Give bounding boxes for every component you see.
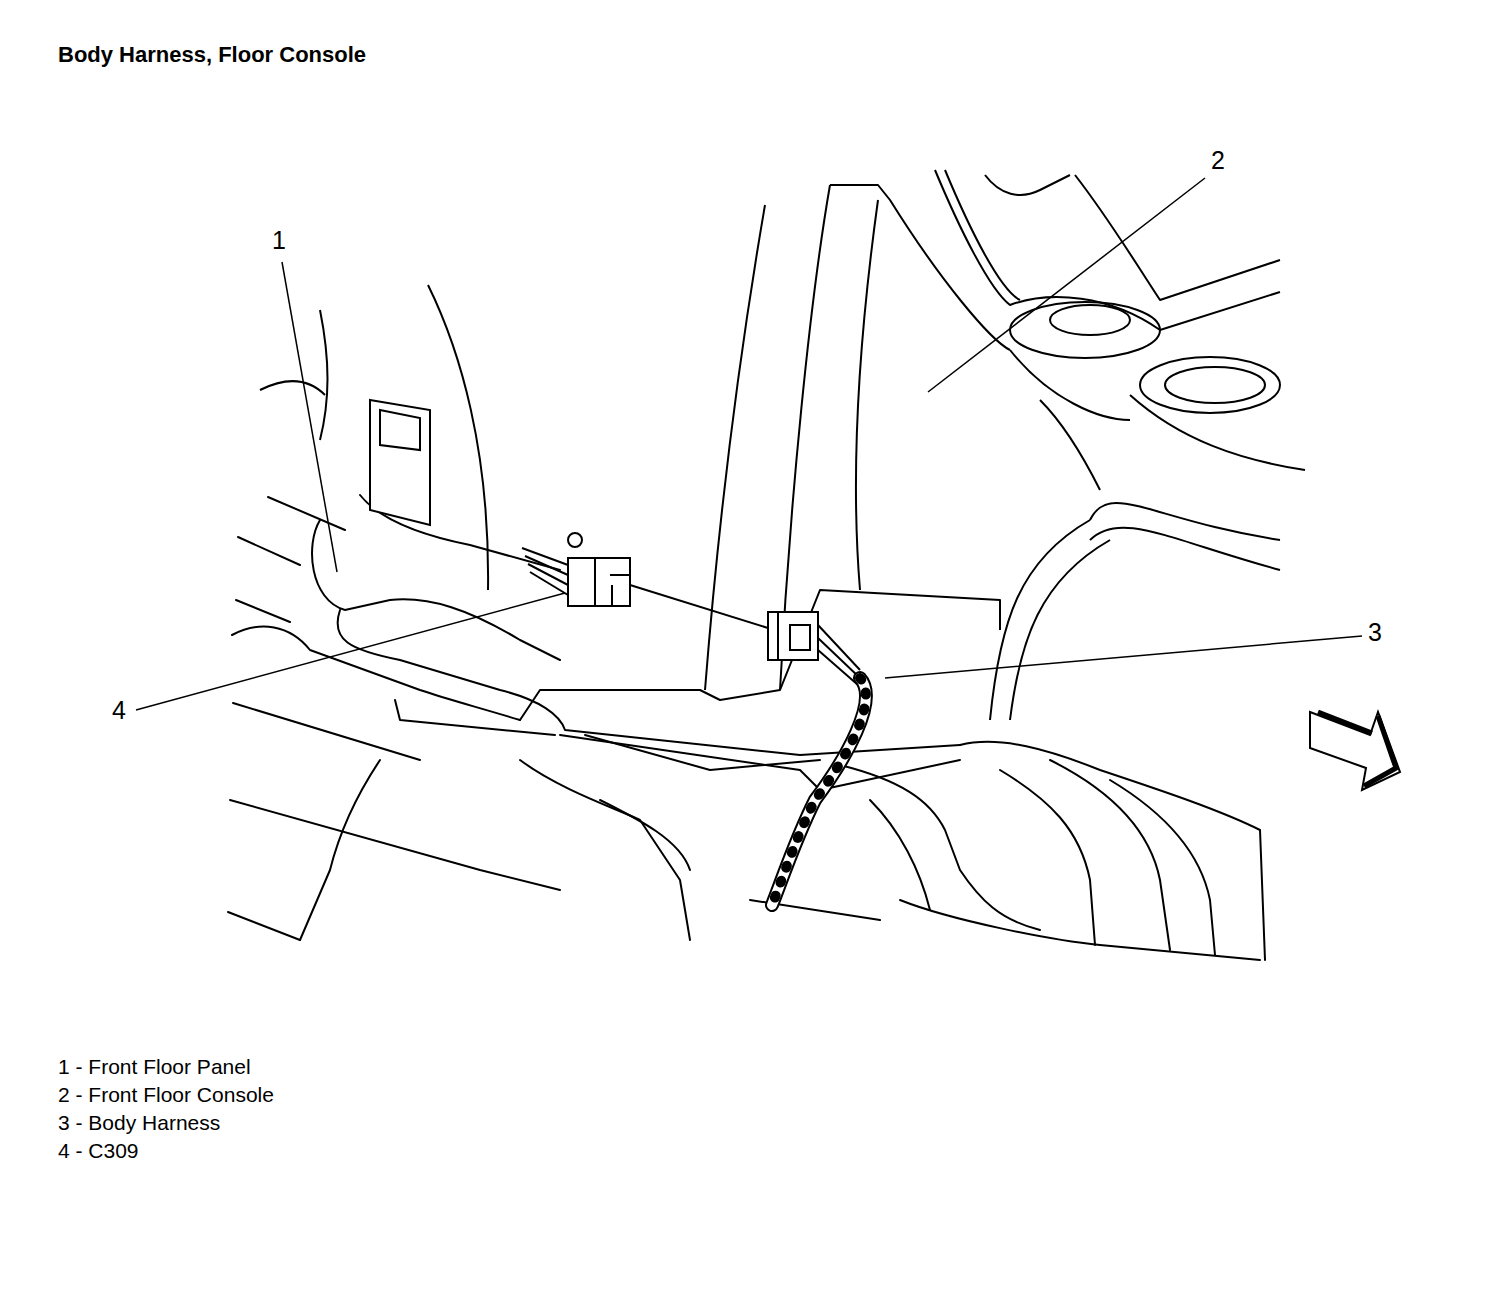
leader-line — [136, 593, 565, 710]
console-edge — [945, 170, 1020, 300]
key-entry: 2 - Front Floor Console — [58, 1083, 274, 1107]
console-edge — [985, 175, 1070, 195]
connector-detail — [778, 612, 810, 660]
pillar-edge — [830, 185, 1010, 350]
key-entry: 3 - Body Harness — [58, 1111, 220, 1135]
floor-line — [312, 520, 560, 660]
floor-line — [300, 760, 380, 940]
pillar — [260, 185, 1010, 700]
callout-number: 1 — [270, 226, 288, 255]
floor-line — [236, 600, 290, 622]
console-edge — [1130, 395, 1305, 470]
floor-line — [232, 627, 520, 720]
console-edge — [990, 520, 1090, 720]
body-harness — [772, 678, 866, 905]
callout-number: 4 — [110, 696, 128, 725]
cupholder — [1165, 367, 1265, 403]
floor-line — [268, 497, 345, 530]
console-edge — [1090, 503, 1280, 540]
cupholder — [1050, 305, 1130, 335]
panel-edge — [428, 285, 488, 590]
connector-body — [568, 558, 630, 606]
connector-detail — [595, 558, 630, 606]
key-entry: 1 - Front Floor Panel — [58, 1055, 251, 1079]
arrow-shade — [1318, 712, 1396, 786]
arrow-body — [1310, 712, 1400, 790]
connector-body — [768, 612, 818, 660]
floor-line — [600, 800, 690, 870]
floor-line — [585, 735, 820, 770]
floor-line — [1000, 770, 1095, 945]
panel-edge — [260, 381, 325, 395]
harness-outline — [772, 678, 866, 905]
floor-line — [960, 742, 1265, 960]
mating-line — [630, 585, 768, 628]
cupholder — [1140, 357, 1280, 413]
floor-panel — [228, 495, 1265, 960]
bracket — [370, 400, 430, 525]
floor-line — [238, 537, 300, 565]
leader-line — [282, 262, 337, 572]
floor-line — [1110, 780, 1215, 955]
panel-edge — [320, 310, 328, 440]
wire — [522, 548, 568, 595]
floor-line — [840, 765, 1040, 930]
harness-tape — [772, 678, 866, 905]
diagram-title: Body Harness, Floor Console — [58, 42, 366, 67]
console-edge — [1090, 528, 1280, 570]
direction-arrow — [1310, 712, 1400, 790]
callout-number: 3 — [1366, 618, 1384, 647]
callout-number: 2 — [1209, 146, 1227, 175]
floor-line — [900, 900, 1260, 960]
clip — [568, 533, 582, 547]
bracket-body — [370, 400, 430, 525]
console-edge — [1040, 400, 1100, 490]
key-entry: 4 - C309 — [58, 1139, 139, 1163]
floor-line — [870, 800, 930, 910]
floor-line — [1050, 760, 1170, 950]
floor-console — [935, 170, 1305, 720]
bracket-body — [380, 410, 420, 450]
floor-line — [230, 800, 560, 890]
console-edge — [1010, 540, 1110, 720]
floor-line — [520, 760, 690, 940]
floor-line — [560, 735, 960, 790]
floor-line — [228, 912, 300, 940]
connector-c309 — [522, 533, 860, 685]
console-edge — [1075, 175, 1280, 300]
floor-line — [520, 690, 720, 720]
console-edge — [1010, 350, 1130, 420]
pillar-edge — [856, 200, 878, 590]
harness-fill — [772, 678, 866, 905]
leader-line — [928, 178, 1205, 392]
leader-line — [885, 636, 1362, 678]
floor-line — [233, 703, 420, 760]
leader-lines — [136, 178, 1362, 710]
